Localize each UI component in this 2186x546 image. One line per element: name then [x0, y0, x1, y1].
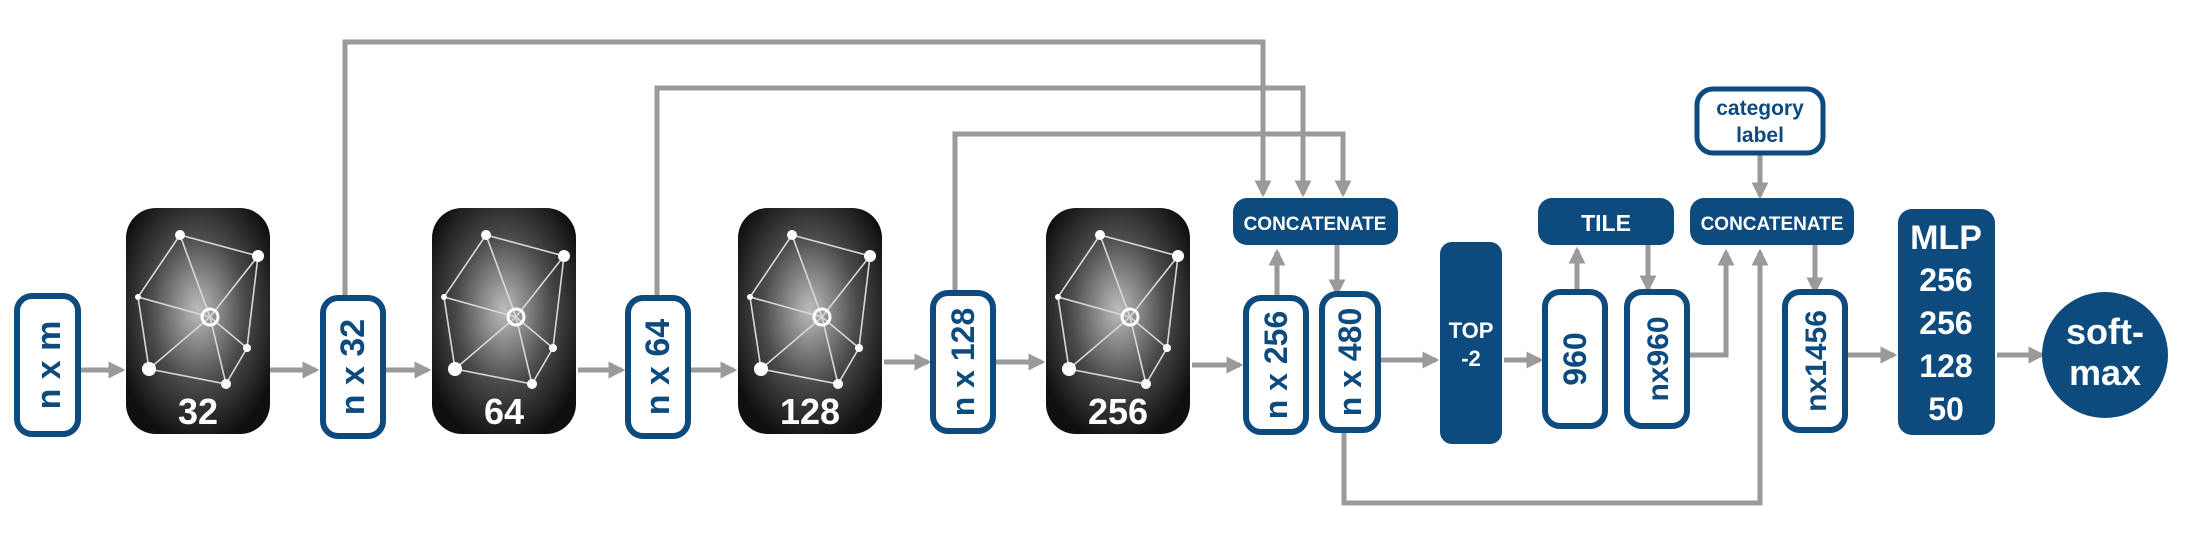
softmax-node: soft- max	[2042, 292, 2168, 418]
feature-f64: n x 64	[625, 295, 691, 439]
arrow-f480-to-concat2	[1341, 248, 1769, 506]
feature-t960: nx960	[1624, 289, 1690, 429]
graph-block-32: 32	[126, 208, 270, 434]
mlp-title: MLP	[1910, 219, 1982, 257]
feature-input-label: n x m	[30, 321, 68, 410]
feature-input: n x m	[14, 293, 81, 437]
category-label-line2: label	[1736, 124, 1784, 147]
mlp-layer-4: 50	[1928, 391, 1964, 427]
concatenate-op-2: CONCATENATE	[1690, 198, 1854, 245]
feature-f128-label: n x 128	[945, 308, 981, 417]
feature-f1456: nx1456	[1782, 289, 1848, 433]
softmax-line1: soft-	[2066, 311, 2144, 352]
skip-f32-to-concat	[342, 39, 1272, 298]
mlp-layer-3: 128	[1919, 348, 1972, 384]
feature-f32: n x 32	[320, 295, 386, 439]
concatenate-op-2-label: CONCATENATE	[1701, 214, 1844, 235]
top2-op: TOP -2	[1440, 242, 1502, 444]
graph-block-256-label: 256	[1088, 391, 1148, 432]
feature-f64-label: n x 64	[639, 319, 677, 415]
mlp-layer-1: 256	[1919, 262, 1972, 298]
top2-op-line1: TOP	[1449, 318, 1494, 343]
graph-block-128-label: 128	[780, 391, 840, 432]
category-label-line1: category	[1716, 97, 1804, 120]
feature-f256-label: n x 256	[1258, 311, 1294, 420]
feature-f256: n x 256	[1243, 295, 1309, 435]
arrow-nx960-to-concat2	[1688, 248, 1735, 358]
feature-f1456-label: nx1456	[1800, 310, 1833, 412]
skip-f128-to-concat	[952, 131, 1352, 293]
graph-block-32-label: 32	[178, 391, 218, 432]
feature-g960-label: 960	[1557, 332, 1593, 385]
tile-op: TILE	[1538, 198, 1674, 245]
concatenate-op-1: CONCATENATE	[1233, 198, 1398, 245]
connectors	[80, 39, 2046, 506]
mlp-layer-2: 256	[1919, 305, 1972, 341]
concatenate-op-1-label: CONCATENATE	[1244, 214, 1387, 235]
feature-f480-label: n x 480	[1332, 308, 1368, 417]
category-label-box: category label	[1694, 86, 1826, 156]
feature-f32-label: n x 32	[334, 319, 372, 415]
feature-f128: n x 128	[930, 290, 996, 434]
softmax-line2: max	[2069, 352, 2141, 393]
mlp-block: MLP 256 256 128 50	[1898, 209, 1995, 435]
top2-op-line2: -2	[1461, 346, 1481, 371]
graph-block-128: 128	[738, 208, 882, 434]
feature-t960-label: nx960	[1642, 316, 1675, 401]
graph-block-256: 256	[1046, 208, 1190, 434]
tile-op-label: TILE	[1581, 210, 1631, 236]
feature-f480: n x 480	[1319, 291, 1381, 433]
feature-g960: 960	[1542, 289, 1608, 429]
graph-block-64: 64	[432, 208, 576, 434]
skip-f64-to-concat	[654, 85, 1312, 298]
graph-block-64-label: 64	[484, 391, 524, 432]
